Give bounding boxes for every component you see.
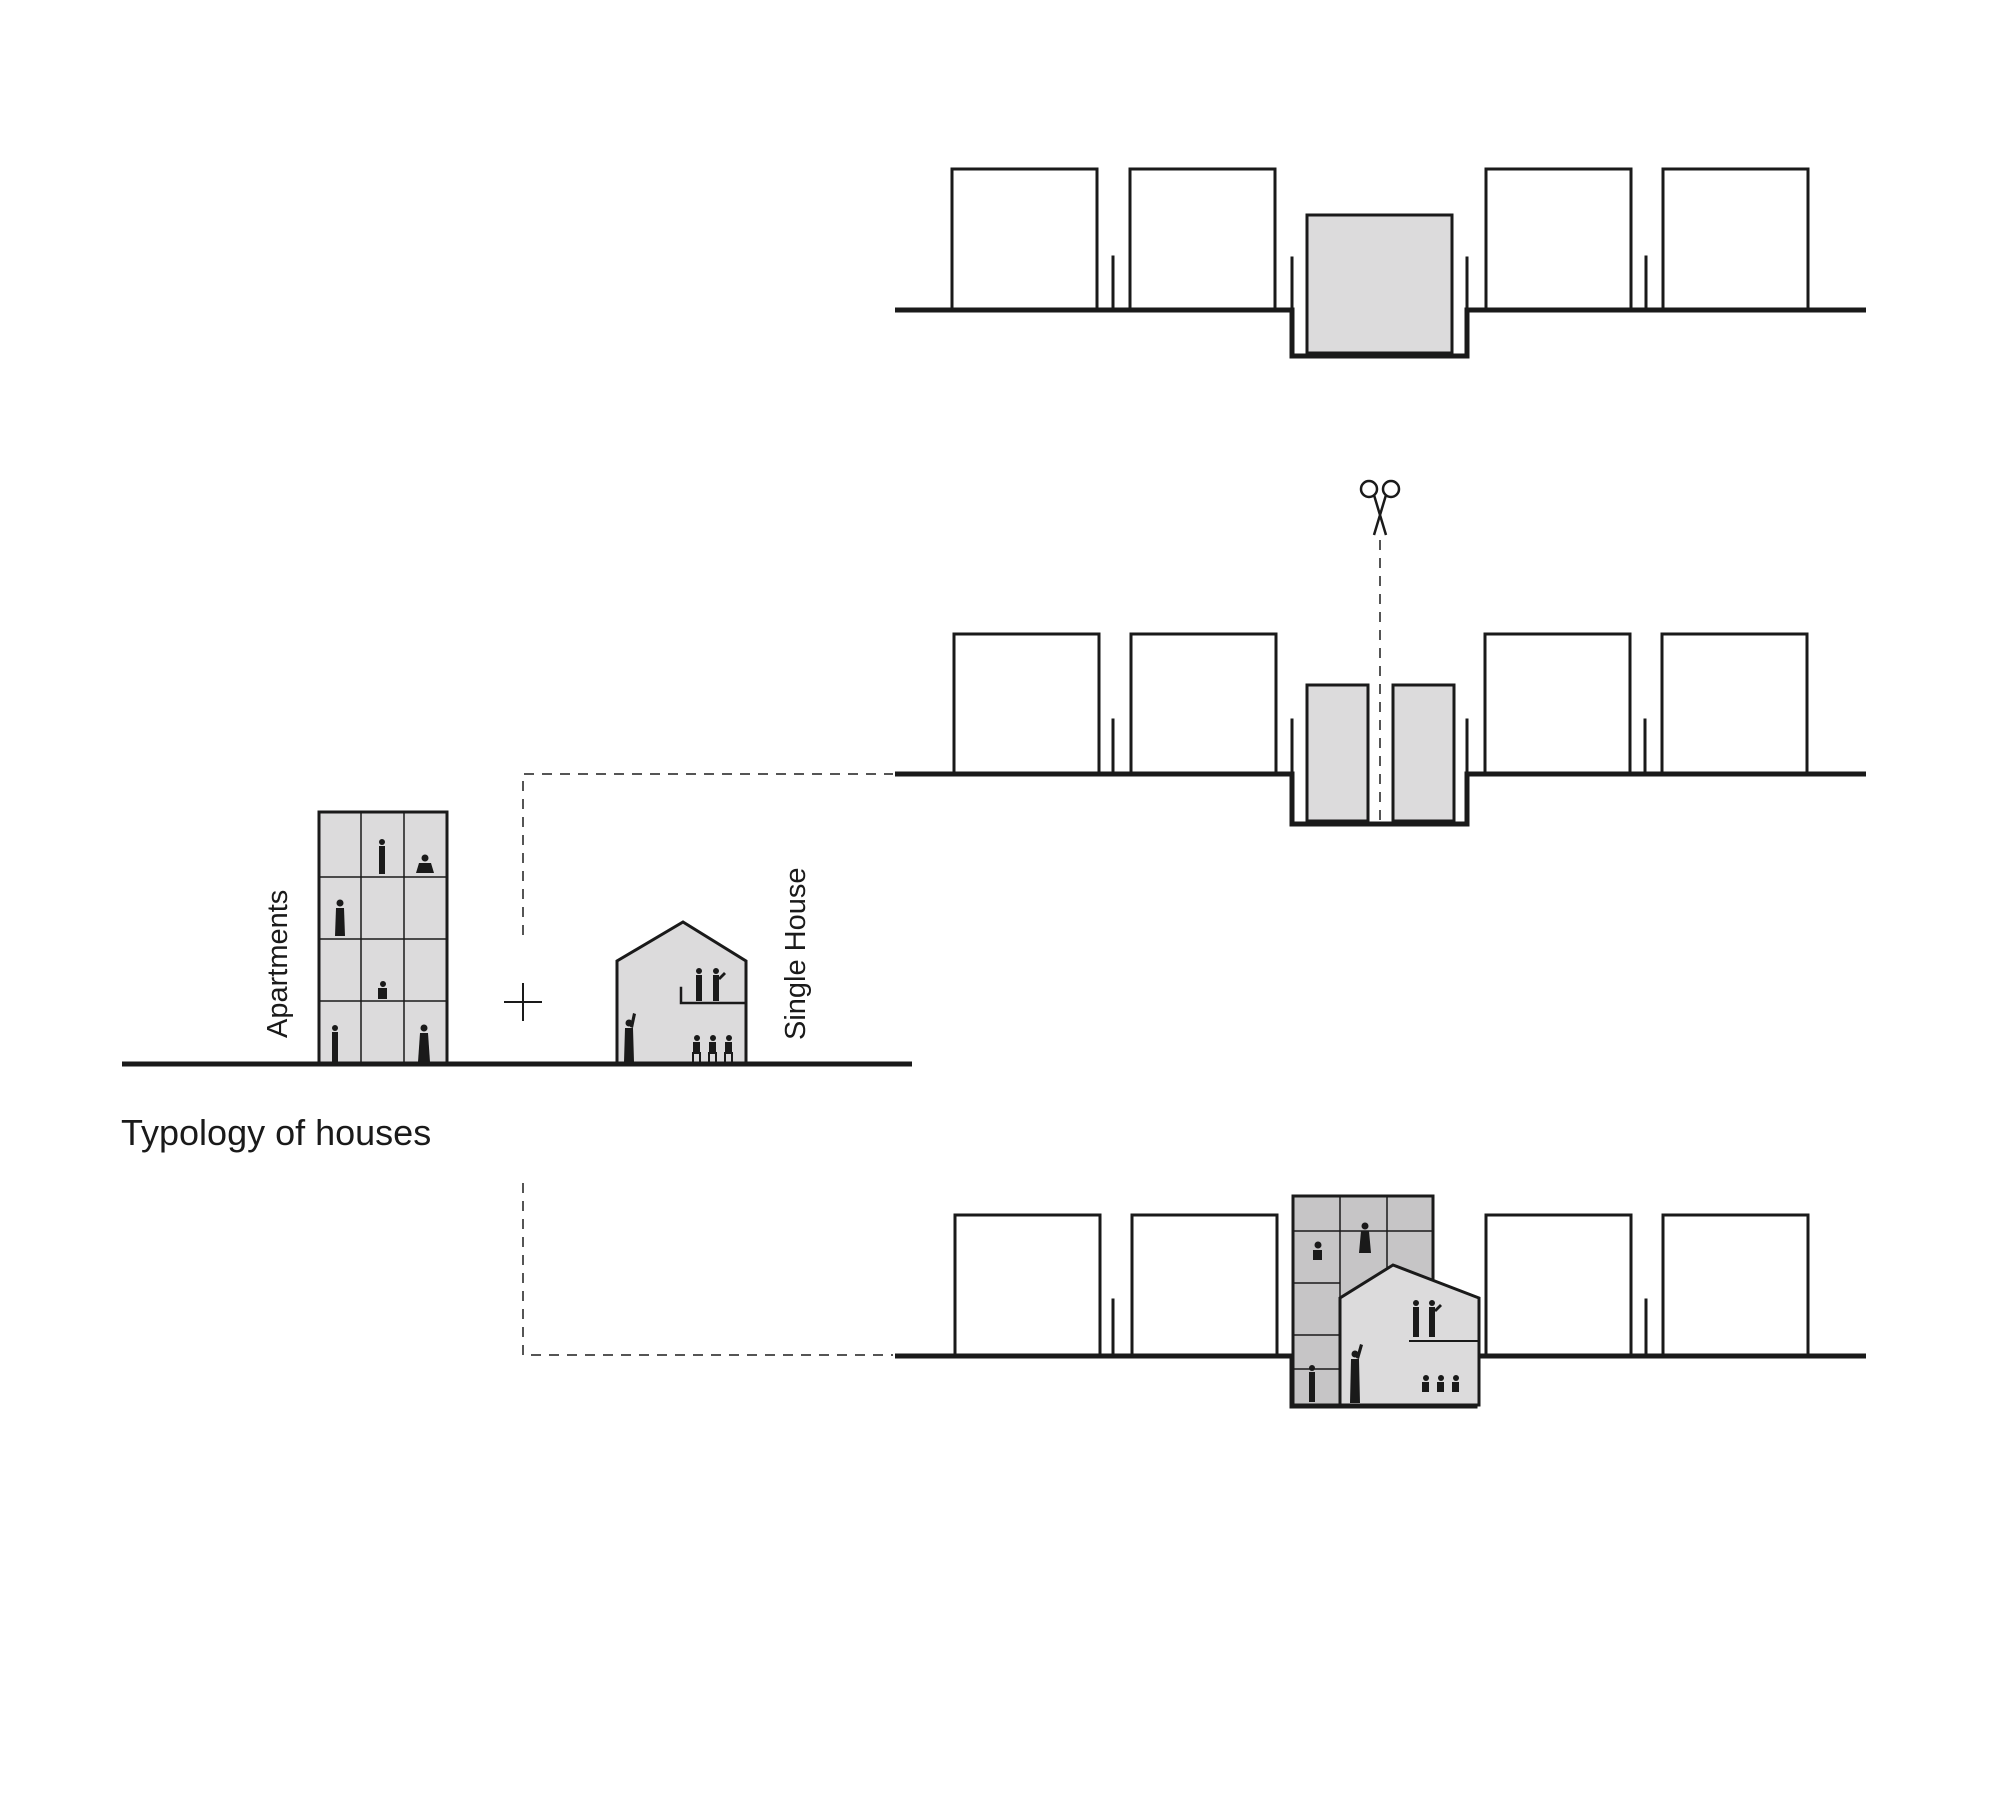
house-block [952, 632, 1101, 775]
house-mezzanine [679, 986, 746, 1005]
house-block [1483, 632, 1632, 775]
street-section-middle [895, 479, 1866, 827]
street-section-top [895, 167, 1866, 359]
connector-to-split [522, 773, 893, 935]
house-block [1484, 167, 1633, 311]
single-house-label: Single House [780, 868, 812, 1041]
house-block [1129, 632, 1278, 775]
ground-line [895, 307, 1866, 359]
typology-section: Apartments Single House Typology of hous… [121, 810, 912, 1153]
house-block [950, 167, 1099, 311]
person-figures [1309, 1222, 1459, 1403]
street-section-bottom [895, 1194, 1866, 1409]
house-block [1661, 167, 1810, 311]
scissors-icon [1359, 479, 1401, 536]
ground-line [895, 771, 1866, 827]
house-block [1484, 1213, 1633, 1357]
house-block [1660, 632, 1809, 775]
person-figures [332, 839, 434, 1062]
split-block-left [1305, 683, 1370, 823]
typology-title: Typology of houses [121, 1112, 431, 1153]
house-block [1661, 1213, 1810, 1357]
infill-block [1305, 213, 1454, 355]
plus-icon [504, 983, 542, 1021]
house-block [953, 1213, 1102, 1357]
combined-house-block [1338, 1263, 1481, 1407]
house-block [1130, 1213, 1279, 1357]
person-figures [624, 968, 733, 1062]
house-block [1128, 167, 1277, 311]
apartments-label: Apartments [262, 890, 294, 1038]
split-block-right [1391, 683, 1456, 823]
connector-to-combined [522, 1183, 893, 1356]
